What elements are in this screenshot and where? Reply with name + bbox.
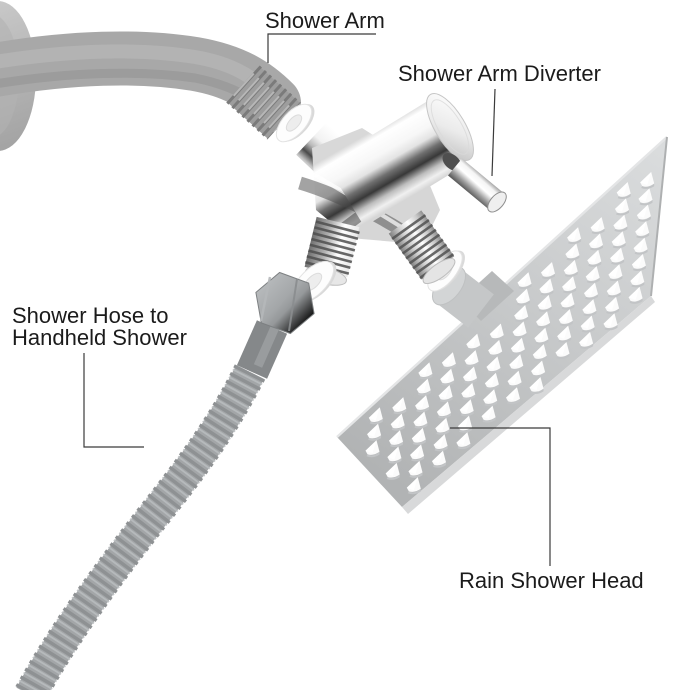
diverter-body — [325, 100, 468, 227]
hose-hex-nut — [255, 271, 315, 335]
rain-shower-head-graphic — [336, 136, 668, 514]
label-shower-hose-line1: Shower Hose to — [12, 303, 169, 328]
shower-arm-threads — [226, 65, 301, 140]
gasket-washer-top — [275, 103, 315, 143]
leader-rain-head — [450, 427, 551, 566]
label-rain-shower-head: Rain Shower Head — [459, 568, 644, 593]
plate-right-edge — [650, 136, 668, 297]
label-shower-hose: Shower Hose to Handheld Shower — [12, 305, 187, 349]
label-shower-arm: Shower Arm — [265, 8, 385, 33]
diverter-outlet-right — [388, 210, 456, 285]
label-shower-hose-line2: Handheld Shower — [12, 325, 187, 350]
leader-hose — [83, 353, 144, 448]
diverter-lever — [442, 153, 507, 213]
label-shower-arm-diverter: Shower Arm Diverter — [398, 61, 601, 86]
shower-hose-graphic — [15, 320, 288, 690]
diverter-body-cap — [426, 93, 474, 161]
leader-diverter — [491, 88, 496, 177]
leader-shower-arm — [267, 33, 376, 63]
